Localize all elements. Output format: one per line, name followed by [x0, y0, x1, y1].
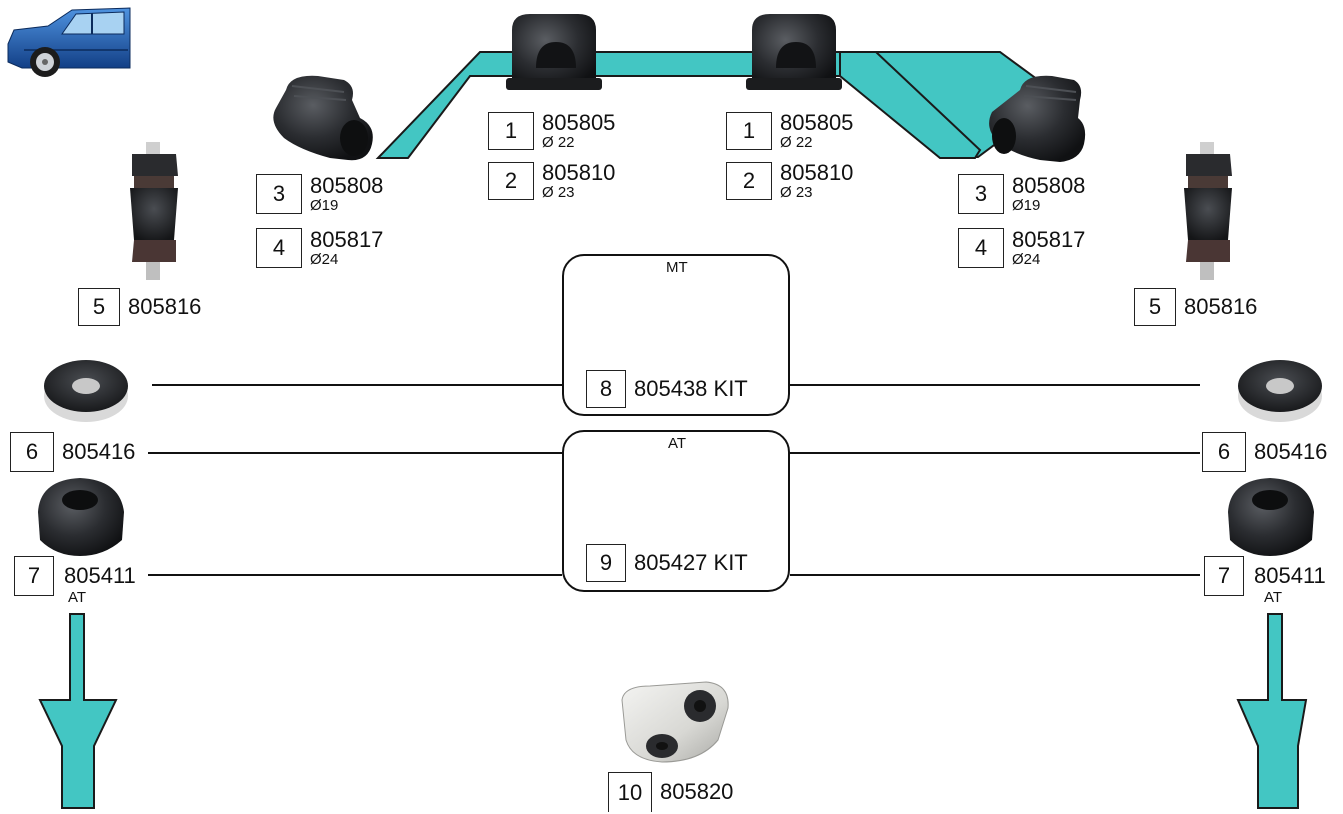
- callout-7-left: 7 805411: [14, 556, 136, 596]
- bushing-805808-left: [273, 75, 373, 161]
- part-number-box: 6: [1202, 432, 1246, 472]
- callout-5-right: 5 805816: [1134, 288, 1257, 326]
- callout-7-right: 7 805411: [1204, 556, 1326, 596]
- part-number-box: 5: [78, 288, 120, 326]
- part-number-box: 4: [958, 228, 1004, 268]
- strut-bearing-right: [1238, 360, 1322, 422]
- part-code: 805411: [64, 563, 136, 588]
- callout-8: 8 805438 KIT: [586, 370, 748, 408]
- part-diameter: Ø 22: [780, 134, 813, 151]
- part-diameter: Ø 22: [542, 134, 575, 151]
- part-number-box: 3: [256, 174, 302, 214]
- part-code: 805427 KIT: [634, 550, 748, 575]
- bushing-805808-right: [989, 75, 1086, 162]
- part-number-box: 8: [586, 370, 626, 408]
- part-number-box: 6: [10, 432, 54, 472]
- part-number-box: 2: [726, 162, 772, 200]
- part-number-box: 4: [256, 228, 302, 268]
- part-number-box: 3: [958, 174, 1004, 214]
- part-diameter: Ø19: [310, 197, 339, 214]
- strut-mount-right: [1228, 478, 1314, 556]
- callout-1-right: 1 805805 Ø 22: [726, 112, 853, 150]
- stabilizer-link-right: [1184, 142, 1232, 280]
- part-number-box: 9: [586, 544, 626, 582]
- kit-8-tag: MT: [666, 259, 688, 276]
- part-diameter: Ø 23: [780, 184, 813, 201]
- callout-2-left: 2 805810 Ø 23: [488, 162, 615, 200]
- callout-6-left: 6 805416: [10, 432, 135, 472]
- part-code: 805808: [1012, 173, 1086, 198]
- down-arrow-icon: [1236, 613, 1308, 809]
- part-diameter: Ø19: [1012, 197, 1041, 214]
- part-number-box: 7: [14, 556, 54, 596]
- subframe-bush: [621, 681, 729, 763]
- callout-9: 9 805427 KIT: [586, 544, 748, 582]
- part-code: 805805: [542, 110, 616, 135]
- part-code: 805411: [1254, 563, 1326, 588]
- part-diameter: Ø24: [310, 251, 339, 268]
- part-number-box: 7: [1204, 556, 1244, 596]
- part-code: 805817: [310, 227, 384, 252]
- part-number-box: 1: [726, 112, 772, 150]
- part-code: 805810: [780, 160, 854, 185]
- part-code: 805808: [310, 173, 384, 198]
- callout-1-left: 1 805805 Ø 22: [488, 112, 615, 150]
- part-number-box: 10: [608, 772, 652, 812]
- part-code: 805438 KIT: [634, 376, 748, 401]
- callout-5-left: 5 805816: [78, 288, 201, 326]
- car-icon: [7, 7, 131, 77]
- callout-4-left: 4 805817 Ø24: [256, 228, 383, 268]
- callout-3-left: 3 805808 Ø19: [256, 174, 383, 214]
- part-code: 805816: [1184, 294, 1258, 319]
- strut-mount-left: [38, 478, 124, 556]
- part-number-box: 1: [488, 112, 534, 150]
- callout-4-right: 4 805817 Ø24: [958, 228, 1085, 268]
- part-code: 805817: [1012, 227, 1086, 252]
- callout-10: 10 805820: [608, 772, 733, 812]
- bushing-805805-right: [746, 14, 842, 90]
- down-arrow-icon: [38, 613, 118, 809]
- part-code: 805820: [660, 779, 734, 804]
- strut-bearing-left: [44, 360, 128, 422]
- kit-9-tag: AT: [668, 435, 687, 452]
- bushing-805805-left: [506, 14, 602, 90]
- part-code: 805810: [542, 160, 616, 185]
- part-number-box: 5: [1134, 288, 1176, 326]
- part-code: 805416: [62, 439, 136, 464]
- part-7-left-tag: AT: [68, 589, 87, 606]
- leader-lines: [148, 384, 1200, 576]
- part-diameter: Ø24: [1012, 251, 1041, 268]
- callout-3-right: 3 805808 Ø19: [958, 174, 1085, 214]
- part-7-right-tag: AT: [1264, 589, 1283, 606]
- callout-6-right: 6 805416: [1202, 432, 1327, 472]
- callout-2-right: 2 805810 Ø 23: [726, 162, 853, 200]
- part-diameter: Ø 23: [542, 184, 575, 201]
- part-code: 805805: [780, 110, 854, 135]
- stabilizer-link-left: [130, 142, 178, 280]
- part-code: 805416: [1254, 439, 1328, 464]
- part-code: 805816: [128, 294, 202, 319]
- stabilizer-bar-right: [839, 51, 982, 159]
- part-number-box: 2: [488, 162, 534, 200]
